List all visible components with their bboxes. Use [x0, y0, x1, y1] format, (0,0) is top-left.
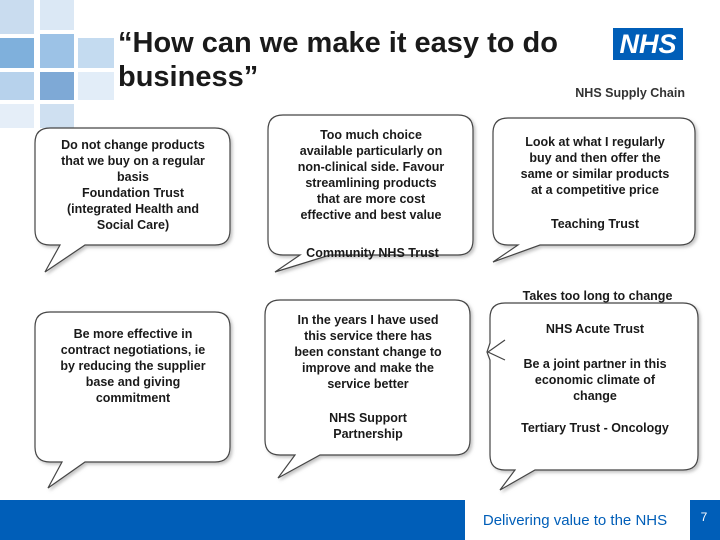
bubble-4-line: by reducing the supplier	[60, 359, 206, 373]
bubble-6-line	[494, 337, 696, 355]
bubble-5-text: In the years I have used this service th…	[268, 312, 468, 442]
bubble-6-line: change	[573, 389, 617, 403]
bubble-5-line: In the years I have used	[297, 313, 439, 327]
bubble-6-shape	[486, 302, 699, 491]
bubble-3-line: Look at what I regularly	[525, 135, 665, 149]
footer-text-box	[465, 500, 690, 540]
bubble-5-line: Partnership	[333, 427, 403, 441]
bubble-2-shape	[267, 114, 474, 273]
bubble-1-text: Do not change products that we buy on a …	[38, 137, 228, 233]
slide-title: “How can we make it easy to do business”	[118, 27, 558, 93]
bubble-1-line: basis	[117, 170, 149, 184]
bubble-2-line: streamlining products	[305, 176, 437, 190]
bubble-3-text: Look at what I regularly buy and then of…	[496, 134, 694, 232]
bubble-4-line: contract negotiations, ie	[60, 343, 206, 357]
bubble-2-line: effective and best value	[300, 208, 442, 222]
bubble-3-line: buy and then offer the	[529, 151, 661, 165]
bubble-3-line	[496, 198, 694, 216]
bubble-1-line: Foundation Trust	[81, 186, 185, 200]
bubble-6-line	[494, 404, 696, 420]
nhs-logo: NHS	[613, 28, 683, 60]
bubble-3-shape	[492, 117, 696, 263]
bubble-1-line: (integrated Health and	[67, 202, 199, 216]
bubble-1-line: Social Care)	[96, 218, 170, 232]
bubble-6-text: NHS Acute Trust Be a joint partner in th…	[494, 321, 696, 436]
takes-too-long-label: Takes too long to change	[522, 289, 673, 303]
bubble-3-line: at a competitive price	[531, 183, 659, 197]
bubble-5-line: service better	[327, 377, 409, 391]
footer-tagline: Delivering value to the NHS	[482, 512, 668, 529]
bubble-4-text: Be more effective in contract negotiatio…	[38, 326, 228, 406]
page-number: 7	[700, 510, 708, 524]
bubble-2-line: non-clinical side. Favour	[297, 160, 445, 174]
bubble-6-line: Be a joint partner in this	[523, 357, 667, 371]
bubble-2-line: that are more cost	[316, 192, 426, 206]
bubble-5-shape	[264, 299, 471, 479]
bubble-2-text: Too much choice available particularly o…	[270, 127, 472, 223]
bubble-6-line: NHS Acute Trust	[545, 322, 645, 336]
bubble-3-line: same or similar products	[520, 167, 670, 181]
bubble-5-line: been constant change to	[294, 345, 442, 359]
bubble-5-line	[268, 392, 468, 410]
bubble-6-line: Tertiary Trust - Oncology	[521, 421, 669, 435]
bubble-6-line: economic climate of	[534, 373, 656, 387]
bubble-4-line: commitment	[95, 391, 171, 405]
bubble-5-line: this service there has	[304, 329, 432, 343]
bubble-2-line: available particularly on	[299, 144, 443, 158]
bubble-1-line: that we buy on a regular	[61, 154, 205, 168]
bubble-1-shape	[34, 127, 231, 273]
bubble-4-shape	[34, 311, 231, 489]
bubble-3-line: Teaching Trust	[551, 217, 639, 231]
bubble-2-line: Too much choice	[320, 128, 422, 142]
community-trust-label: Community NHS Trust	[306, 246, 439, 260]
bubble-5-line: improve and make the	[302, 361, 434, 375]
bubble-1-line: Do not change products	[61, 138, 205, 152]
bubble-4-line: base and giving	[85, 375, 181, 389]
nhs-supply-chain-label: NHS Supply Chain	[575, 86, 685, 100]
bubble-6-pointer	[486, 339, 506, 361]
speech-bubbles	[34, 114, 699, 491]
decorative-squares	[0, 0, 114, 128]
bubble-4-line: Be more effective in	[73, 327, 193, 341]
bubble-5-line: NHS Support	[329, 411, 407, 425]
